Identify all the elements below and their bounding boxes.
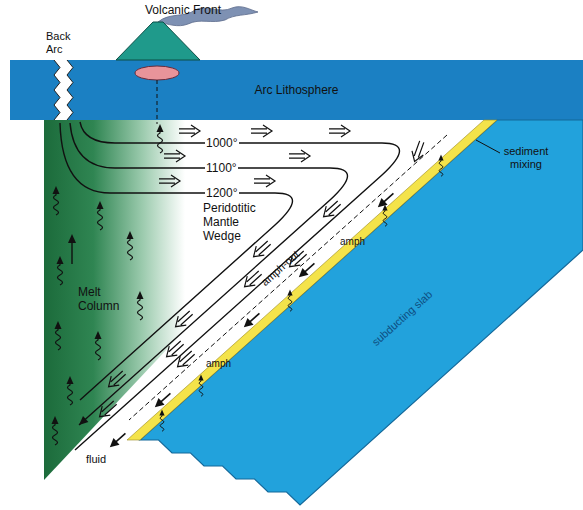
dashed-conduit xyxy=(157,80,158,124)
isotherm-curve xyxy=(75,122,400,450)
flow-arrow xyxy=(163,338,187,361)
amph-out-line xyxy=(129,135,447,420)
flow-arrow xyxy=(250,238,274,261)
fluid-squiggle xyxy=(438,155,443,177)
callout-label: sediment mixing xyxy=(496,145,556,171)
sediment-layer xyxy=(127,120,497,440)
flow-arrow xyxy=(179,125,200,137)
fluid-label: fluid xyxy=(86,452,106,466)
flow-arrow xyxy=(105,368,129,391)
flow-arrow xyxy=(320,198,344,221)
flow-arrow xyxy=(159,175,180,187)
flow-arrow xyxy=(289,150,310,162)
melt-squiggle xyxy=(52,416,59,445)
flow-arrow xyxy=(172,308,196,331)
flow-arrow xyxy=(329,125,350,137)
volcano xyxy=(116,22,200,60)
isotherm-label: 1200° xyxy=(205,186,239,200)
melt-squiggle xyxy=(157,124,164,153)
slab-arrow xyxy=(296,260,318,281)
mineral-label: amph xyxy=(206,357,231,371)
magma-chamber xyxy=(135,66,179,80)
slab-arrow xyxy=(241,310,263,331)
isotherm-label: 1000° xyxy=(205,136,239,150)
flow-arrow xyxy=(409,140,427,164)
flow-arrow xyxy=(254,175,275,187)
flow-arrow xyxy=(164,150,185,162)
mineral-label: amph xyxy=(340,235,365,249)
melt-arrow-head xyxy=(68,234,76,243)
flow-arrow xyxy=(96,398,120,421)
lithosphere-band: Arc Lithosphere xyxy=(10,60,583,120)
slab-shape xyxy=(140,120,583,510)
slab-arrow xyxy=(152,390,174,411)
flow-arrow xyxy=(251,125,272,137)
slab-outline xyxy=(140,120,583,505)
melt-squiggle xyxy=(53,186,60,215)
node-text: Arc Lithosphere xyxy=(10,83,583,97)
arrow-head xyxy=(79,416,88,425)
lithosphere-break xyxy=(54,60,73,120)
fluid-squiggle xyxy=(198,375,203,397)
isotherm-label: 1100° xyxy=(205,161,238,175)
melt-arrow xyxy=(71,242,72,264)
line-label: amph-out xyxy=(258,247,302,288)
melt-squiggle xyxy=(137,291,144,320)
flow-arrow xyxy=(174,348,198,371)
melt-squiggle xyxy=(57,256,64,285)
isotherm-curve xyxy=(60,123,293,400)
volcano-label: Volcanic Front xyxy=(145,3,221,17)
melt-squiggle xyxy=(67,376,74,405)
subducting-slab: subducting slab xyxy=(140,120,583,510)
melt-squiggle xyxy=(97,201,104,230)
fluid-squiggle xyxy=(287,290,292,312)
isotherm-curve xyxy=(70,123,348,425)
node-text: Melt Column xyxy=(78,285,134,313)
region-label: Peridotitic Mantle Wedge xyxy=(203,201,269,243)
leader-line xyxy=(476,140,500,153)
melt-squiggle xyxy=(55,321,62,350)
slab-arrow xyxy=(375,190,397,211)
fluid-squiggle xyxy=(382,205,387,227)
fluid-squiggle xyxy=(159,410,164,432)
melt-squiggle xyxy=(127,231,134,260)
region-label: Back Arc xyxy=(46,30,80,56)
break-line xyxy=(54,60,60,120)
melt-squiggle xyxy=(95,331,102,360)
break-line xyxy=(67,60,73,120)
slab-arrow xyxy=(107,430,129,451)
